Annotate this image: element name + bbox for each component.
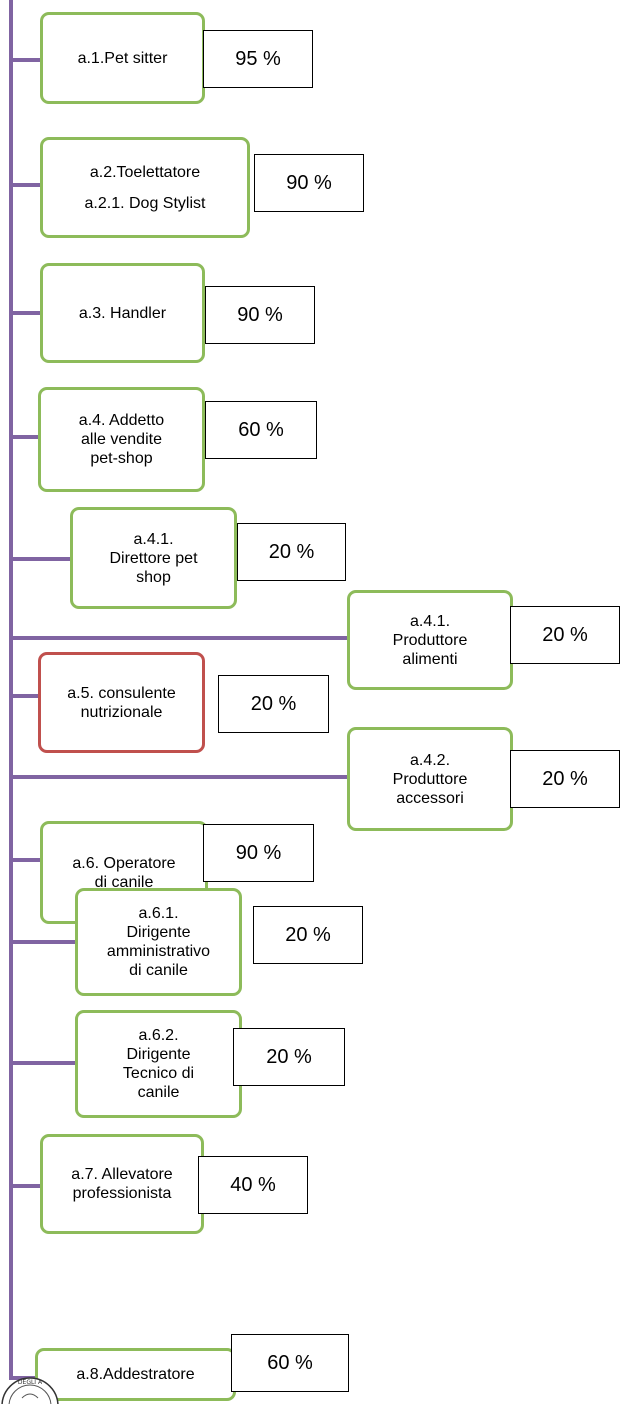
node-label: alle vendite bbox=[81, 431, 162, 448]
main-connector-line bbox=[9, 0, 13, 1378]
node-a41-direttore-pet-shop: a.4.1. Direttore pet shop bbox=[70, 507, 237, 609]
branch-connector bbox=[9, 636, 351, 640]
value-box: 20 % bbox=[253, 906, 363, 964]
value-box: 90 % bbox=[254, 154, 364, 212]
node-label: a.6.2. bbox=[138, 1027, 179, 1044]
branch-connector bbox=[9, 435, 42, 439]
node-label: a.6.1. bbox=[138, 905, 179, 922]
branch-connector bbox=[9, 940, 79, 944]
node-label: a.4.2. bbox=[409, 751, 451, 769]
node-a42-produttore-accessori: a.4.2. Produttore accessori bbox=[347, 727, 513, 831]
node-label: a.3. Handler bbox=[78, 304, 167, 322]
node-label: alimenti bbox=[402, 650, 458, 668]
branch-connector bbox=[9, 858, 44, 862]
node-label: a.7. Allevatore bbox=[71, 1166, 173, 1183]
value-box: 95 % bbox=[203, 30, 313, 88]
node-a41-produttore-alimenti: a.4.1. Produttore alimenti bbox=[347, 590, 513, 690]
node-a62-dirigente-tecnico: a.6.2. Dirigente Tecnico di canile bbox=[75, 1010, 242, 1118]
node-label: Produttore bbox=[392, 770, 468, 788]
node-label: a.4. Addetto bbox=[78, 412, 165, 429]
node-label: shop bbox=[136, 568, 171, 586]
node-label: a.5. consulente bbox=[67, 684, 176, 702]
node-label: amministrativo bbox=[106, 943, 211, 960]
node-label: canile bbox=[137, 1084, 180, 1101]
value-box: 20 % bbox=[233, 1028, 345, 1086]
branch-connector bbox=[9, 183, 44, 187]
node-label: professionista bbox=[72, 1185, 172, 1202]
node-a4-addetto-vendite: a.4. Addetto alle vendite pet-shop bbox=[38, 387, 205, 492]
node-label: a.2.Toelettatore bbox=[89, 163, 201, 181]
node-label: a.1.Pet sitter bbox=[77, 49, 168, 67]
branch-connector bbox=[9, 311, 42, 315]
node-label: a.4.1. bbox=[133, 530, 174, 548]
node-label: Dirigente bbox=[126, 924, 191, 941]
node-a8-addestratore: a.8.Addestratore bbox=[35, 1348, 236, 1401]
node-label: a.6. Operatore bbox=[72, 854, 176, 872]
branch-connector bbox=[9, 58, 44, 62]
node-a7-allevatore-professionista: a.7. Allevatore professionista bbox=[40, 1134, 204, 1234]
value-box: 20 % bbox=[510, 750, 620, 808]
node-label: Direttore pet bbox=[109, 549, 198, 567]
node-a2-toelettatore: a.2.Toelettatore a.2.1. Dog Stylist bbox=[40, 137, 250, 238]
node-a5-consulente-nutrizionale: a.5. consulente nutrizionale bbox=[38, 652, 205, 753]
node-label: di canile bbox=[129, 962, 188, 979]
node-label: di canile bbox=[94, 873, 154, 891]
node-a61-dirigente-amministrativo: a.6.1. Dirigente amministrativo di canil… bbox=[75, 888, 242, 996]
node-label: Produttore bbox=[392, 631, 468, 649]
value-box: 60 % bbox=[205, 401, 317, 459]
branch-connector bbox=[9, 1061, 79, 1065]
svg-text:DEGLI A: DEGLI A bbox=[18, 1379, 43, 1386]
node-label: a.8.Addestratore bbox=[76, 1366, 195, 1383]
node-a1-pet-sitter: a.1.Pet sitter bbox=[40, 12, 205, 104]
node-label: nutrizionale bbox=[80, 703, 163, 721]
node-a3-handler: a.3. Handler bbox=[40, 263, 205, 363]
node-label: a.2.1. Dog Stylist bbox=[84, 194, 206, 212]
node-label: Tecnico di bbox=[122, 1065, 195, 1082]
node-label: pet-shop bbox=[90, 450, 153, 467]
institution-seal-logo: DEGLI A bbox=[0, 1370, 60, 1404]
node-label: accessori bbox=[396, 789, 464, 807]
value-box: 20 % bbox=[237, 523, 346, 581]
value-box: 60 % bbox=[231, 1334, 349, 1392]
branch-connector bbox=[9, 694, 44, 698]
value-box: 90 % bbox=[203, 824, 314, 882]
branch-connector bbox=[9, 1184, 44, 1188]
node-label: Dirigente bbox=[126, 1046, 191, 1063]
value-box: 90 % bbox=[205, 286, 315, 344]
value-box: 20 % bbox=[218, 675, 329, 733]
branch-connector bbox=[9, 557, 74, 561]
value-box: 40 % bbox=[198, 1156, 308, 1214]
value-box: 20 % bbox=[510, 606, 620, 664]
node-label: a.4.1. bbox=[409, 612, 451, 630]
branch-connector bbox=[9, 775, 351, 779]
